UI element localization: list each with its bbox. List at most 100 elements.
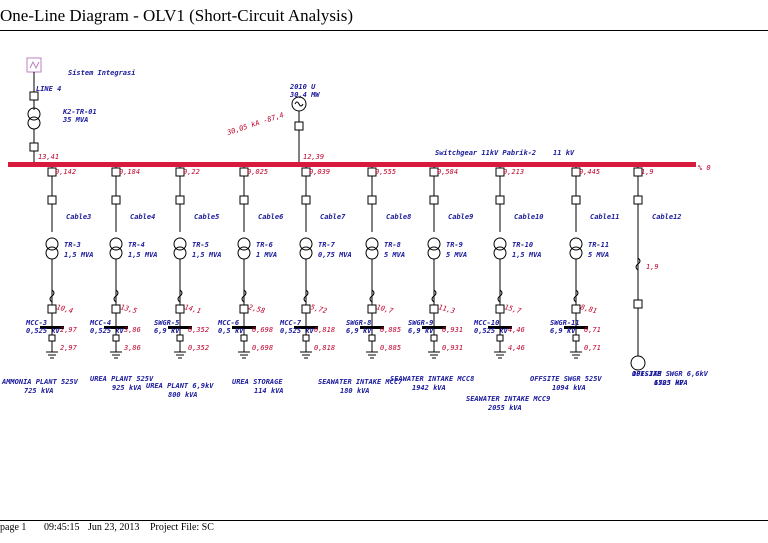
transformer-icon xyxy=(173,237,187,251)
transformer-name: TR-9 xyxy=(446,241,463,249)
load-name: AMMONIA PLANT 525V xyxy=(1,378,79,386)
load-name: UREA PLANT 6,9kV xyxy=(146,382,214,390)
feeder-cb-value: 0,184 xyxy=(119,168,140,176)
mcc-fault-label: 10,4 xyxy=(55,303,73,315)
source-transformer-icon xyxy=(27,107,41,121)
feeder-cable-label: Cable7 xyxy=(320,213,346,221)
mcc-name: MCC-6 xyxy=(217,319,239,327)
mcc-fault-label: 14,1 xyxy=(183,303,201,315)
transformer-icon xyxy=(299,237,313,251)
feeder-cb-value: 1,9 xyxy=(641,168,654,176)
feeder-cable-label: Cable3 xyxy=(66,213,91,221)
mcc-fault-value: 0,352 xyxy=(188,326,209,334)
load-name: SEAWATER INTAKE MCC8 xyxy=(390,375,474,383)
mcc-fault-label: 11,3 xyxy=(437,303,455,315)
mcc-bus xyxy=(564,326,588,329)
mcc-bus xyxy=(360,326,384,329)
transformer-icon xyxy=(569,237,583,251)
load-fault-value: 3,86 xyxy=(123,344,141,352)
load-fault-value: 0,698 xyxy=(252,344,273,352)
motor-fault-value: 1,9 xyxy=(646,263,659,271)
mcc-name: MCC-3 xyxy=(25,319,47,327)
source-tr-name: K2-TR-01 xyxy=(62,108,97,116)
mcc-voltage: 6,9 kV xyxy=(346,327,372,335)
feeder-cable-label: Cable8 xyxy=(386,213,411,221)
mcc-name: MCC-7 xyxy=(279,319,302,327)
mcc-fault-value: 4,46 xyxy=(508,326,525,334)
transformer-icon xyxy=(237,237,251,251)
mcc-bus xyxy=(104,326,128,329)
transformer-icon xyxy=(45,237,59,251)
feeder-breaker xyxy=(175,167,185,177)
load-name: UREA PLANT 525V xyxy=(90,375,154,383)
transformer-rating: 5 MVA xyxy=(446,251,467,259)
footer-project: Project File: SC xyxy=(150,522,214,533)
switchgear-percent: % 0 xyxy=(698,164,711,172)
motor-icon xyxy=(630,355,646,371)
feeder-cable-label: Cable12 xyxy=(652,213,682,221)
source-name: Sistem Integrasi xyxy=(68,69,135,77)
load-rating: 800 kVA xyxy=(168,391,198,399)
transformer-name: TR-3 xyxy=(64,241,81,249)
transformer-name: TR-11 xyxy=(588,241,609,249)
mcc-voltage: 6,9 kV xyxy=(550,327,576,335)
mcc-bus xyxy=(488,326,512,329)
header-divider xyxy=(0,30,768,31)
mcc-fault-label: 15,7 xyxy=(503,303,522,315)
transformer-rating: 1,5 MVA xyxy=(64,251,94,259)
page-title: One-Line Diagram - OLV1 (Short-Circuit A… xyxy=(0,6,353,25)
mcc-voltage: 6,9 kV xyxy=(408,327,434,335)
mcc-fault-label: 2,58 xyxy=(247,303,265,315)
load-fault-value: 0,352 xyxy=(188,344,209,352)
source-grid: Sistem Integrasi LINE 4 K2-TR-01 35 MVA … xyxy=(26,57,135,164)
generator-flow: 30,05 kA -87,4 xyxy=(225,111,285,137)
transformer-icon xyxy=(493,237,507,251)
load-name: UREA STORAGE xyxy=(232,378,283,386)
mcc-name: MCC-4 xyxy=(89,319,111,327)
feeder-breaker xyxy=(633,167,643,177)
mcc-bus xyxy=(232,326,256,329)
load-rating: 114 kVA xyxy=(254,387,284,395)
feeder-cable-label: Cable9 xyxy=(448,213,473,221)
feeder-breaker xyxy=(239,167,249,177)
source-breaker xyxy=(29,91,39,101)
load-fault-value: 0,71 xyxy=(584,344,601,352)
footer-divider xyxy=(0,520,768,521)
feeder-cb-value: 0,445 xyxy=(579,168,600,176)
transformer-icon xyxy=(109,237,123,251)
mcc-voltage: 0,525 kV xyxy=(474,327,509,335)
load-fault-value: 4,46 xyxy=(508,344,525,352)
feeder-breaker xyxy=(47,167,57,177)
generator: 2010 U 30,4 MW 30,05 kA -87,4 12,39 xyxy=(225,83,324,164)
feeder-cable-label: Cable6 xyxy=(258,213,283,221)
feeder-breaker xyxy=(429,167,439,177)
transformer-name: TR-10 xyxy=(512,241,533,249)
feeder-cb-value: 0,22 xyxy=(183,168,200,176)
transformer-name: TR-7 xyxy=(318,241,336,249)
load-fault-value: 0,818 xyxy=(314,344,335,352)
generator-bus-value: 12,39 xyxy=(303,153,324,161)
feeder-cable-label: Cable11 xyxy=(590,213,620,221)
mcc-voltage: 0,525 kV xyxy=(26,327,61,335)
feeder-cb-value: 0,039 xyxy=(309,168,330,176)
feeder-cb-value: 0,213 xyxy=(503,168,524,176)
load-rating: 2055 kVA xyxy=(487,404,522,412)
mcc-fault-label: 8,81 xyxy=(579,303,597,315)
mcc-fault-value: 0,931 xyxy=(442,326,463,334)
mcc-bus xyxy=(168,326,192,329)
feeder-cb-value: 0,025 xyxy=(247,168,268,176)
feeder-cable-label: Cable10 xyxy=(514,213,544,221)
load-rating: 925 kVA xyxy=(112,384,142,392)
footer-date: Jun 23, 2013 xyxy=(88,522,140,533)
mcc-fault-value: 0,698 xyxy=(252,326,273,334)
load-fault-value: 0,931 xyxy=(442,344,463,352)
transformer-icon xyxy=(365,237,379,251)
mcc-name: SWGR-9 xyxy=(408,319,433,327)
